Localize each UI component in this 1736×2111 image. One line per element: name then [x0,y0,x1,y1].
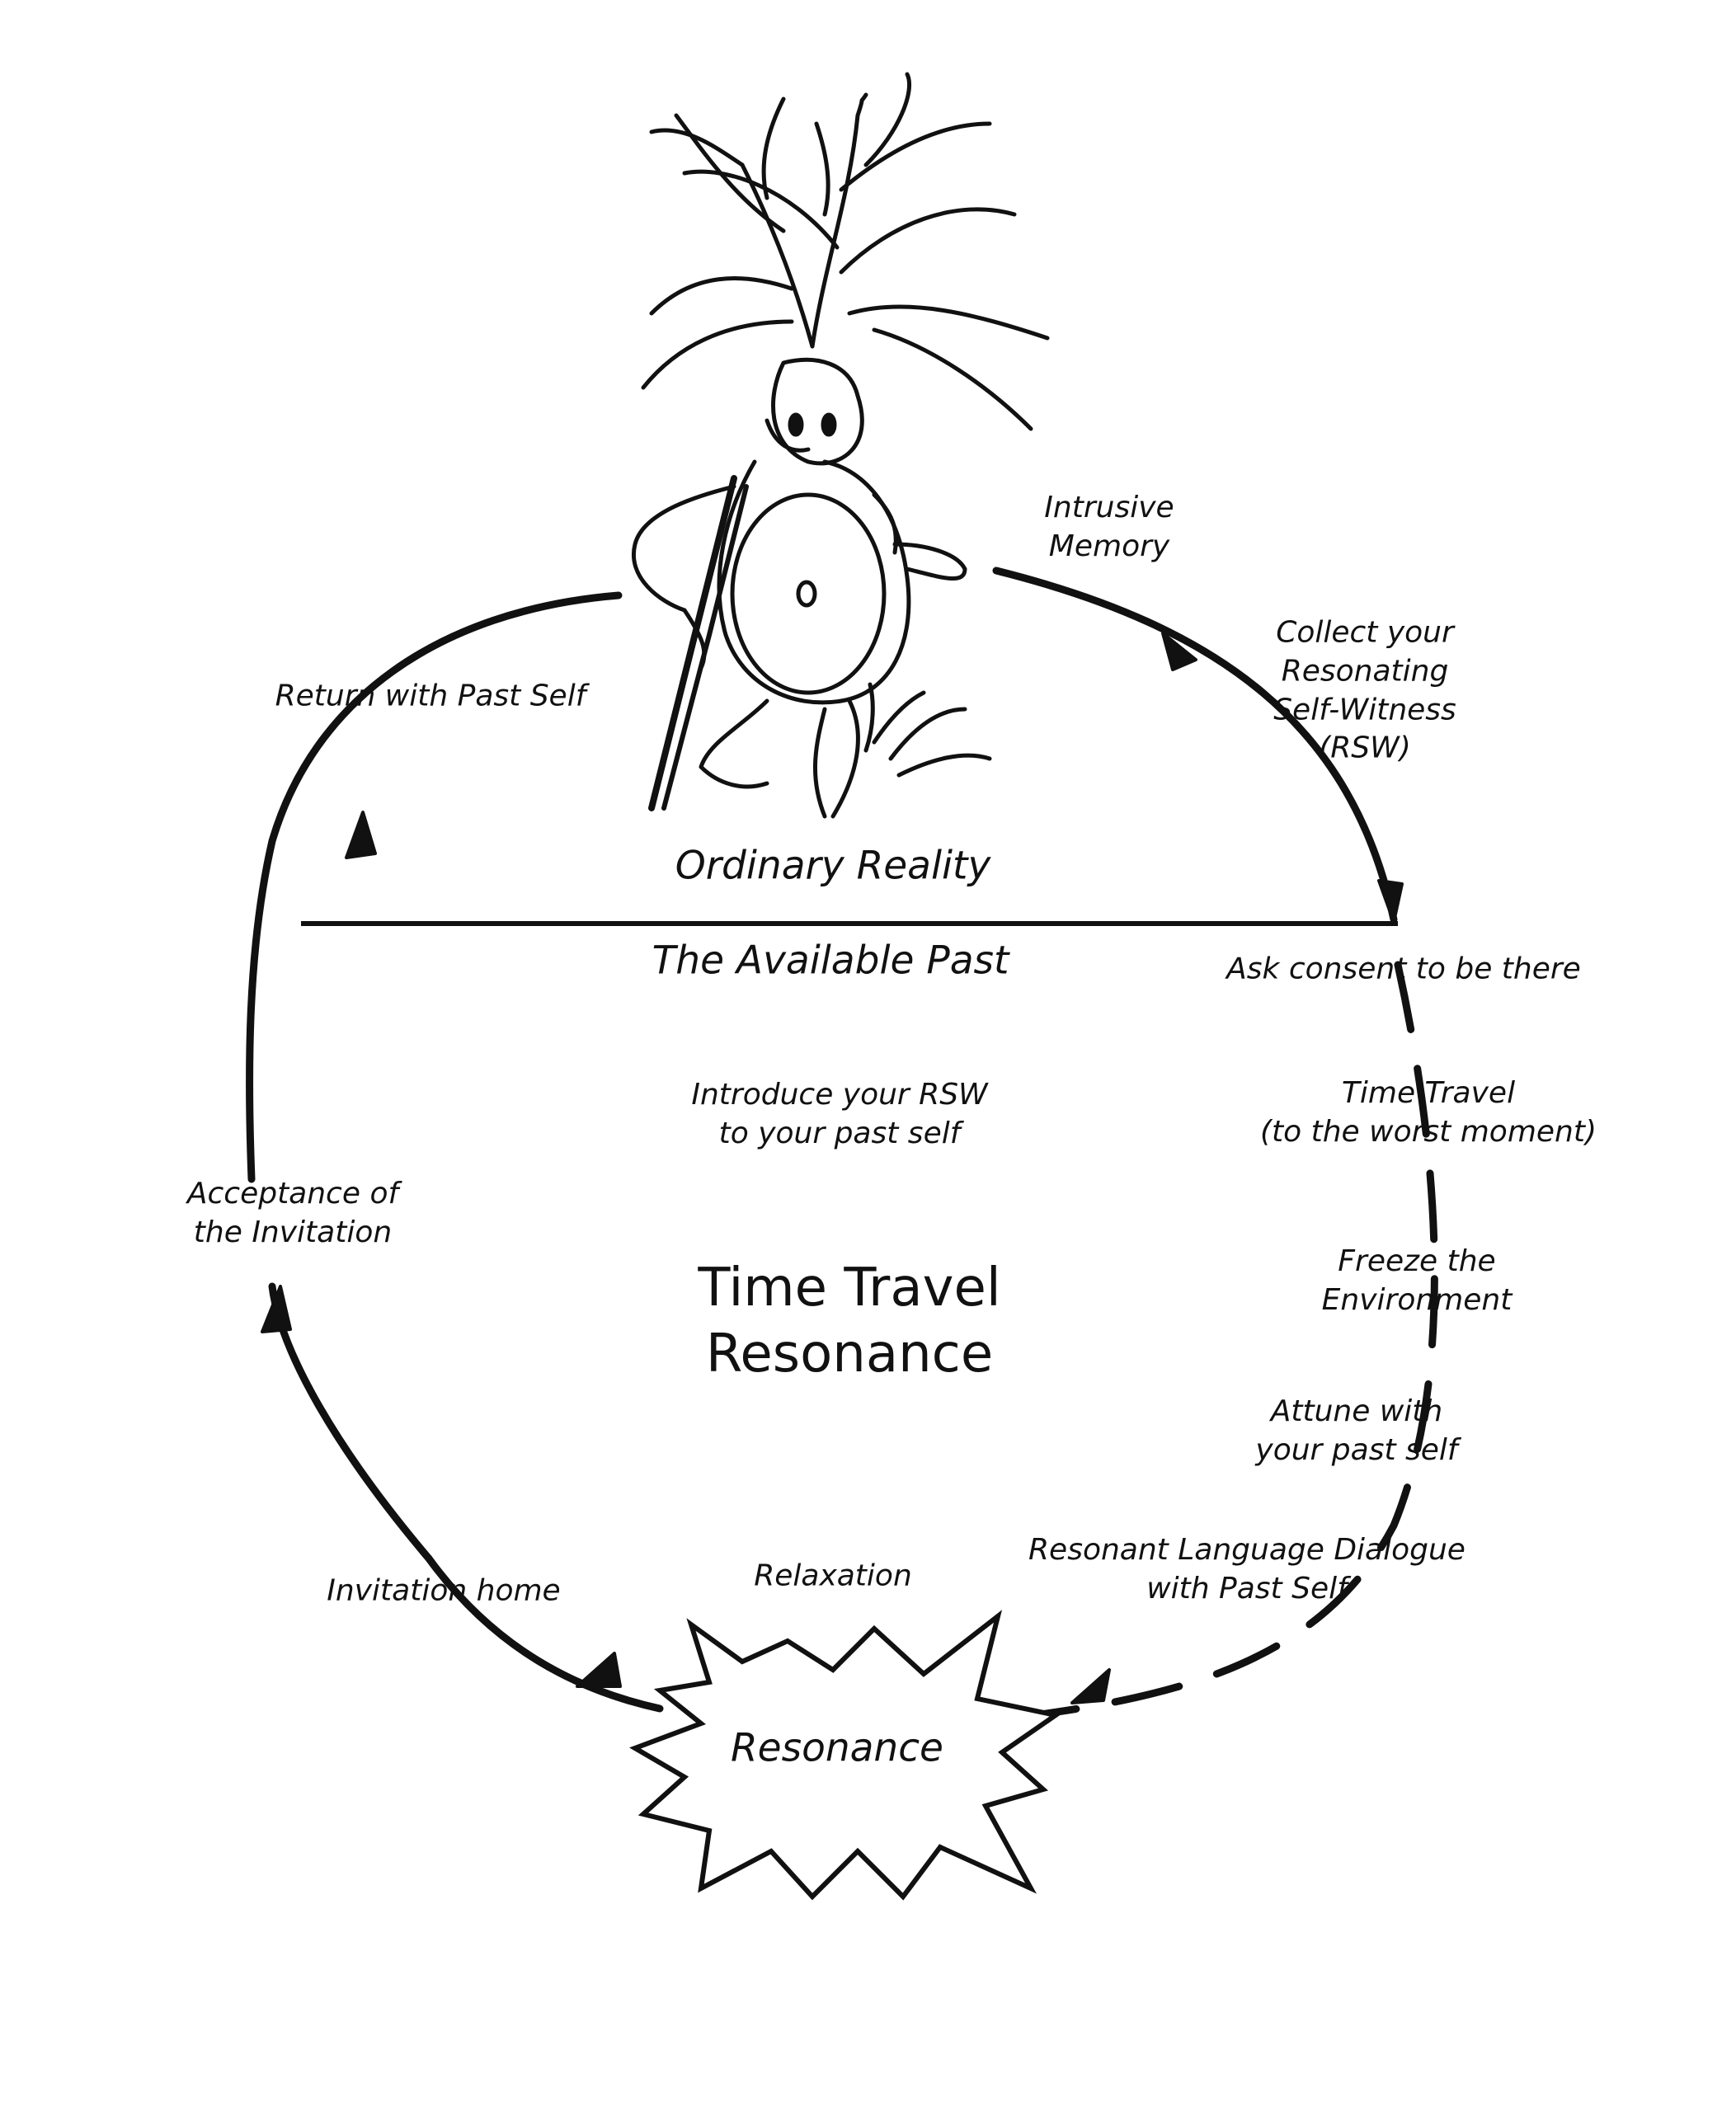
cycle-arc-left-lower [268,1282,433,1563]
cycle-arc-top-right [992,567,1398,924]
step-relaxation: Relaxation [754,1559,912,1593]
ordinary-reality-label: Ordinary Reality [675,843,991,889]
step-return-past-self: Return with Past Self [275,679,586,713]
diagram-title: Time Travel Resonance [698,1255,1000,1387]
arrow-head-5 [261,1285,292,1333]
resonance-burst-label: Resonance [731,1725,943,1771]
arrow-head-2 [1377,879,1404,924]
arrow-head-3 [1070,1668,1111,1704]
arrow-head-6 [345,811,377,859]
step-acceptance: Acceptance of the Invitation [186,1177,399,1249]
title-line-1: Time Travel [698,1258,1001,1319]
step-freeze-environment: Freeze the Environment [1321,1244,1513,1317]
available-past-label: The Available Past [652,938,1009,984]
step-ask-consent: Ask consent to be there [1226,952,1581,986]
step-intrusive-memory: Intrusive Memory [1044,491,1174,563]
cycle-arc-bottom [425,1554,664,1713]
step-introduce-rsw: Introduce your RSW to your past self [691,1078,988,1150]
tree-character-illustration [632,72,1050,819]
title-line-2: Resonance [705,1323,994,1385]
arrow-head-4 [576,1652,622,1688]
arrow-head-1 [1161,632,1197,671]
cycle-arc-right-dashed [998,961,1438,1723]
step-invitation-home: Invitation home [327,1573,561,1608]
step-resonant-dialogue: Resonant Language Dialogue with Past Sel… [1028,1533,1465,1606]
cycle-arc-left-upper [246,591,623,1183]
step-attune: Attune with your past self [1255,1394,1458,1467]
step-time-travel: Time Travel (to the worst moment) [1259,1076,1597,1149]
step-collect-rsw: Collect your Resonating Self-Witness (RS… [1273,615,1456,765]
resonance-burst [629,1610,1062,1901]
